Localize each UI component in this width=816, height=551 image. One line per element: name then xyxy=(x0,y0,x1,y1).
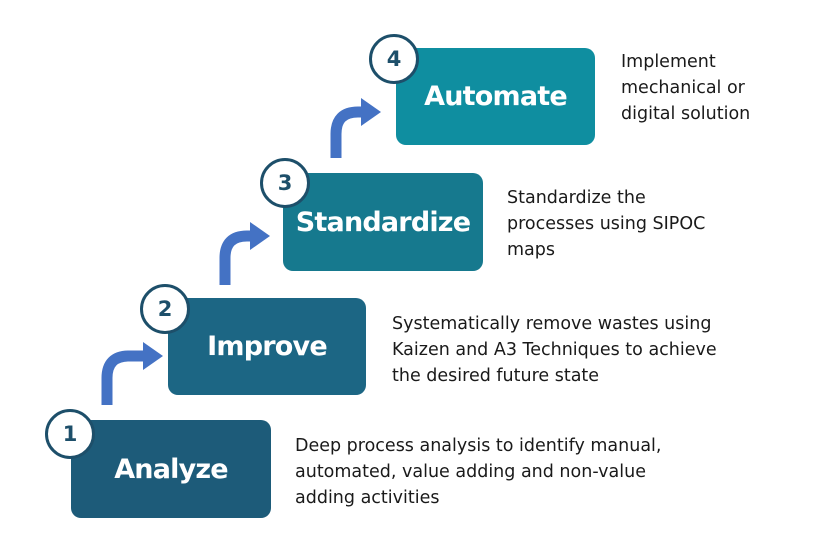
step-box-analyze: Analyze xyxy=(71,420,271,518)
arrow-step2-to-step3 xyxy=(219,230,252,285)
step-label-standardize: Standardize xyxy=(295,206,471,238)
arrow-step1-to-step2-head xyxy=(143,342,163,370)
arrow-step1-to-step2 xyxy=(101,350,145,405)
step-number-4: 4 xyxy=(369,34,419,84)
arrow-step2-to-step3-head xyxy=(250,222,270,250)
step-box-improve: Improve xyxy=(168,298,366,395)
step-description-standardize: Standardize the processes using SIPOC ma… xyxy=(507,188,706,260)
step-box-automate: Automate xyxy=(396,48,595,145)
step-label-automate: Automate xyxy=(424,81,568,112)
step-description-analyze: Deep process analysis to identify manual… xyxy=(295,436,662,508)
step-box-standardize: Standardize xyxy=(283,173,483,271)
step-number-3: 3 xyxy=(260,158,310,208)
step-number-1: 1 xyxy=(45,409,95,459)
arrow-step3-to-step4-head xyxy=(361,98,381,126)
step-number-2: 2 xyxy=(140,284,190,334)
step-label-analyze: Analyze xyxy=(114,453,228,485)
step-description-improve: Systematically remove wastes using Kaize… xyxy=(392,314,717,386)
arrow-step3-to-step4 xyxy=(330,106,363,158)
step-label-improve: Improve xyxy=(207,331,327,362)
step-description-automate: Implement mechanical or digital solution xyxy=(621,52,751,124)
